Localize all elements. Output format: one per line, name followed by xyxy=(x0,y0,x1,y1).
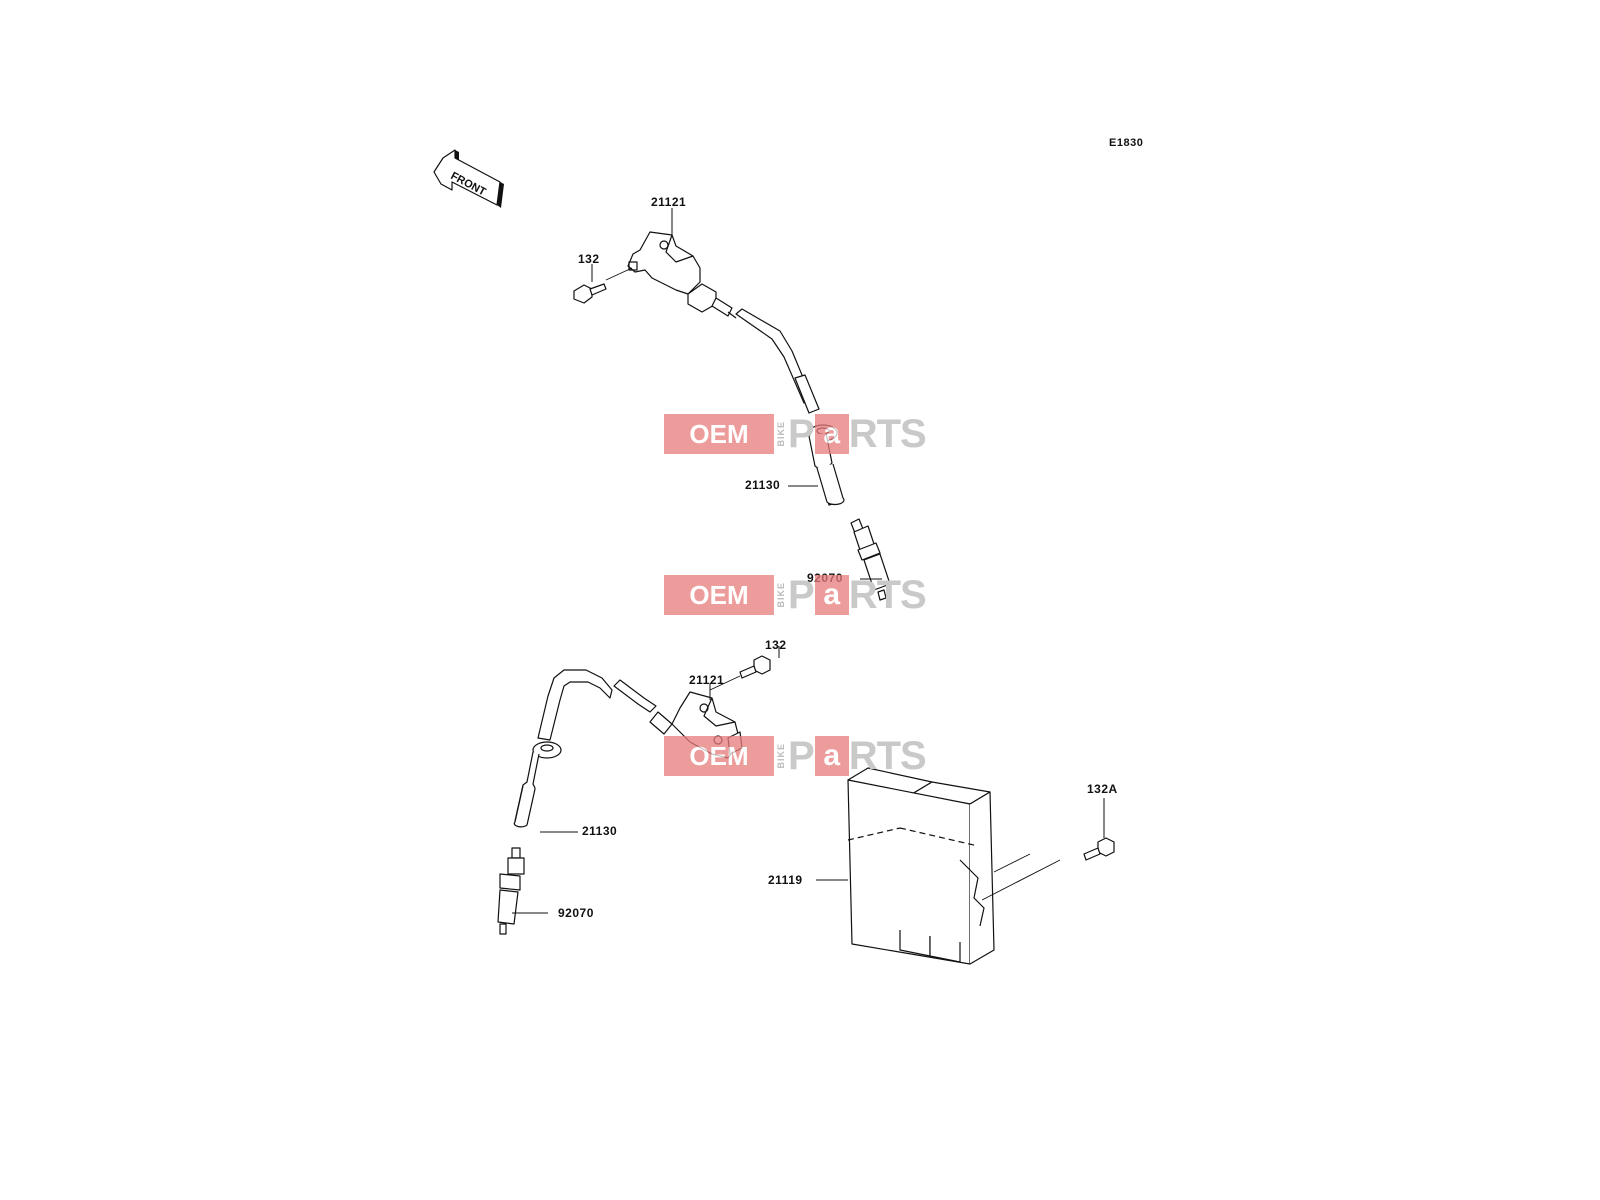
spark-plug-bottom xyxy=(497,847,525,935)
front-arrow-icon: FRONT xyxy=(433,149,504,208)
plug-cap-bottom xyxy=(513,741,562,828)
callout-132a[interactable]: 132A xyxy=(1087,782,1118,796)
bolt-132-mid xyxy=(709,655,771,691)
bolt-132-top xyxy=(573,267,633,304)
callout-21121-mid[interactable]: 21121 xyxy=(689,673,725,687)
diagram-code: E1830 xyxy=(1109,137,1144,149)
callout-132-mid[interactable]: 132 xyxy=(765,638,787,652)
callout-21121-top[interactable]: 21121 xyxy=(651,195,687,209)
bolt-132a xyxy=(1083,837,1115,861)
callout-21119[interactable]: 21119 xyxy=(768,873,803,887)
callout-92070-bottom[interactable]: 92070 xyxy=(558,906,594,920)
callout-21130-bottom[interactable]: 21130 xyxy=(582,824,618,838)
spark-plug-top xyxy=(850,518,891,601)
callout-132-top[interactable]: 132 xyxy=(578,252,600,266)
ignition-coil-top xyxy=(627,231,733,317)
leader-lines xyxy=(512,208,1105,914)
callout-21130-top[interactable]: 21130 xyxy=(745,478,781,492)
plug-lead-top xyxy=(727,308,820,414)
plug-lead-bottom xyxy=(537,669,657,741)
ecu-unit xyxy=(847,767,1061,965)
